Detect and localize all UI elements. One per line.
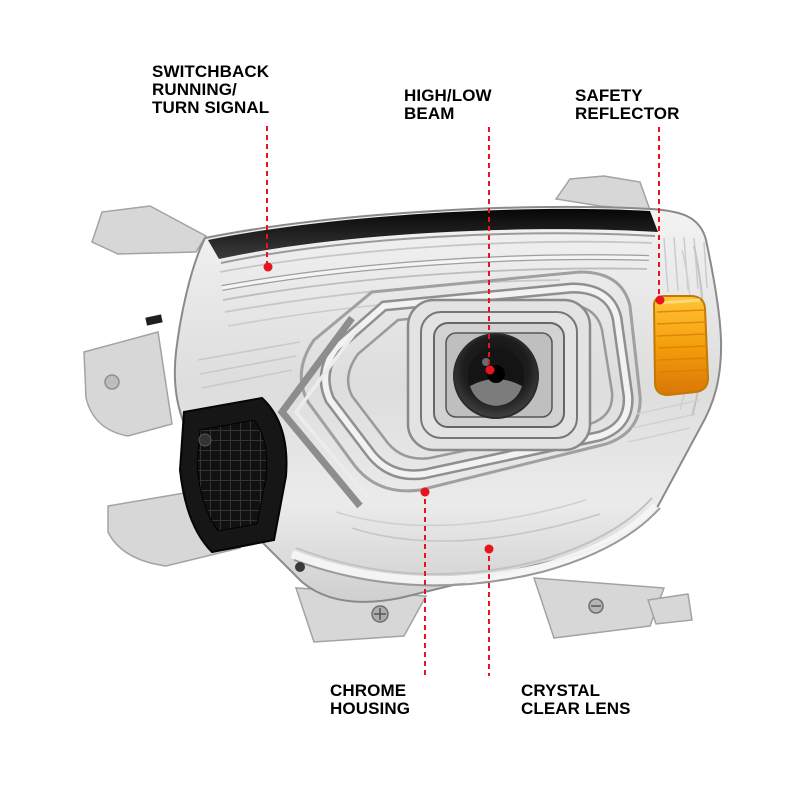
black-mesh-bracket (178, 396, 288, 554)
callout-text-line: TURN SIGNAL (152, 98, 270, 117)
amber-side-reflector (652, 295, 710, 397)
projector-beam-assembly (406, 298, 592, 452)
mounting-tabs (83, 175, 693, 643)
callout-text-line: CHROME (330, 681, 407, 700)
callout-label-switchback-running-turn-signal: SWITCHBACK RUNNING/ TURN SIGNAL (152, 63, 269, 117)
bottom-lens-edge (290, 497, 661, 587)
callout-text-line: HIGH/LOW (404, 86, 492, 105)
lower-lens-texture (335, 499, 601, 542)
housing-top-strip (208, 208, 658, 259)
callout-label-high-low-beam: HIGH/LOW BEAM (404, 87, 492, 123)
leader-dot-chrome-housing (420, 487, 430, 497)
led-running-light-strip (197, 240, 653, 389)
leader-line-crystal-clear-lens (488, 556, 490, 676)
leader-dot-high-low-beam (485, 365, 495, 375)
callout-label-chrome-housing: CHROME HOUSING (330, 682, 410, 718)
callout-text-line: SWITCHBACK (152, 62, 270, 81)
callout-text-line: SAFETY (575, 86, 643, 105)
leader-dot-safety-reflector (655, 295, 665, 305)
top-strip-edge-line (220, 232, 656, 264)
screw-details (145, 314, 604, 623)
callout-text-line: REFLECTOR (575, 104, 680, 123)
leader-line-switchback (266, 126, 268, 263)
leader-dot-crystal-clear-lens (484, 544, 494, 554)
leader-line-chrome-housing (424, 499, 426, 676)
leader-line-high-low-beam (488, 127, 490, 364)
callout-label-crystal-clear-lens: CRYSTAL CLEAR LENS (521, 682, 631, 718)
callout-text-line: HOUSING (330, 699, 411, 718)
callout-label-safety-reflector: SAFETY REFLECTOR (575, 87, 679, 123)
callout-text-line: CLEAR LENS (521, 699, 631, 718)
callout-text-line: BEAM (404, 104, 455, 123)
callout-text-line: RUNNING/ (152, 80, 237, 99)
callout-text-line: CRYSTAL (521, 681, 601, 700)
leader-dot-switchback (263, 262, 273, 272)
leader-line-safety-reflector (658, 127, 660, 295)
